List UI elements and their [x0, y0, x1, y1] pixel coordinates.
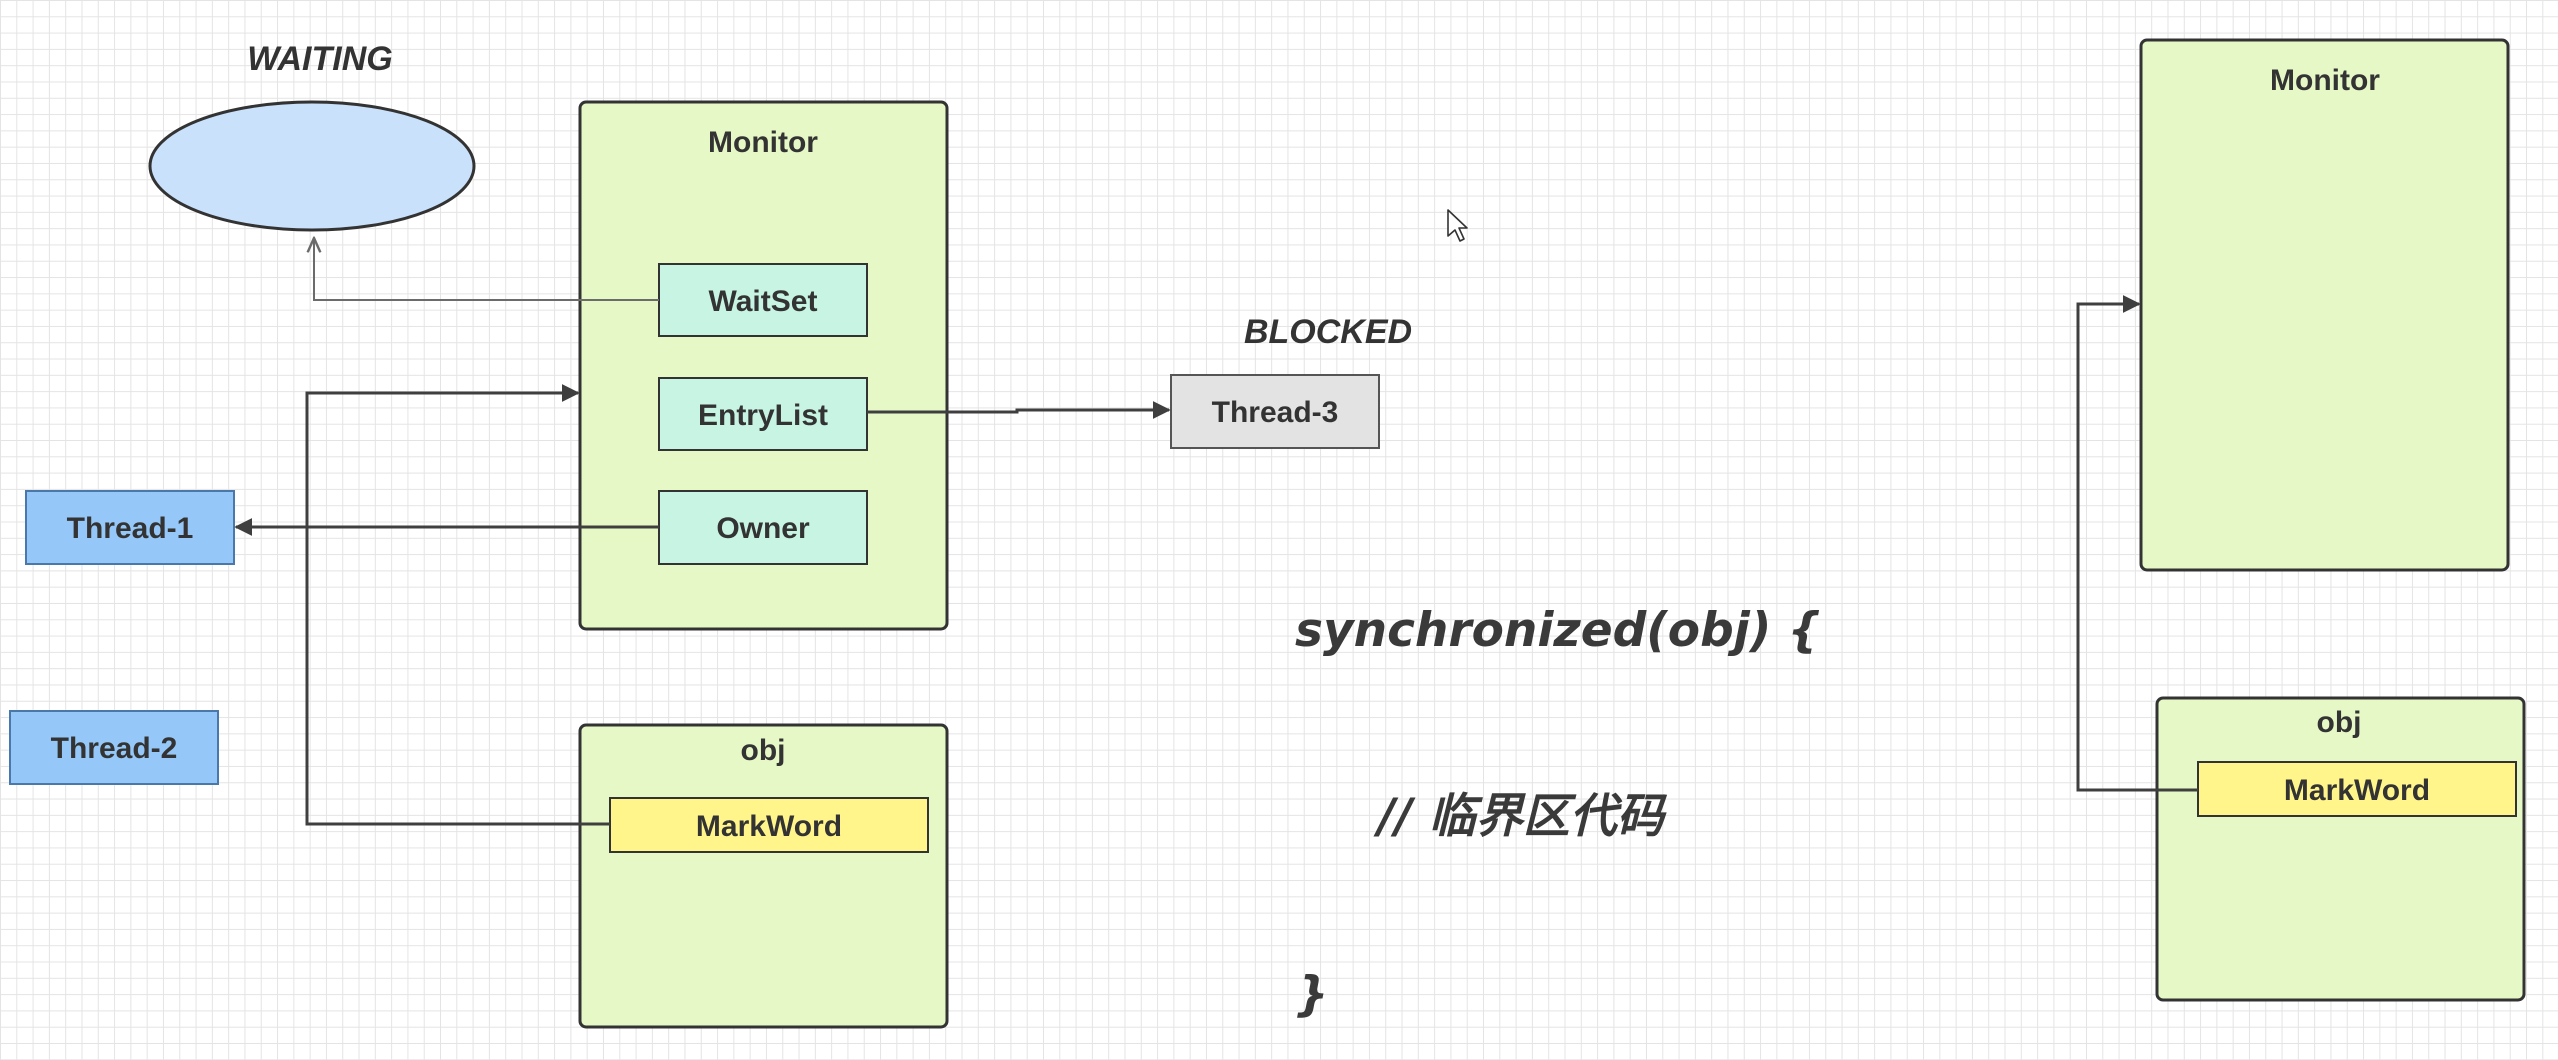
waitset-label: WaitSet — [709, 285, 818, 318]
right-markword-box — [2197, 761, 2517, 817]
monitor-title: Monitor — [708, 126, 818, 159]
owner-label: Owner — [716, 512, 810, 545]
waitset-box — [658, 263, 868, 337]
markword-label: MarkWord — [696, 810, 842, 843]
thread2-label: Thread-2 — [51, 732, 178, 765]
waitset-to-waiting-arrow — [314, 238, 659, 301]
code-line-synchronized: synchronized(obj) { — [1295, 603, 1821, 658]
obj-title: obj — [741, 734, 786, 767]
obj-box — [578, 723, 949, 1029]
right-markword-label: MarkWord — [2284, 774, 2430, 807]
thread1-label: Thread-1 — [67, 512, 194, 545]
right-obj-box — [2155, 696, 2526, 1002]
entrylist-box — [658, 377, 868, 451]
right-obj-title: obj — [2317, 706, 2362, 739]
code-line-closing-brace: } — [1295, 967, 1328, 1022]
owner-box — [658, 490, 868, 565]
right-monitor-box — [2139, 38, 2510, 572]
waiting-label: WAITING — [247, 40, 392, 78]
waiting-ellipse — [148, 100, 476, 232]
markword-to-monitor-arrow — [305, 384, 610, 826]
code-line-comment: // 临界区代码 — [1373, 789, 1668, 844]
thread2-box — [9, 710, 219, 785]
thread1-box — [25, 490, 235, 565]
thread3-box — [1170, 374, 1380, 449]
right-monitor-title: Monitor — [2270, 64, 2380, 97]
entrylist-label: EntryList — [698, 399, 828, 432]
right-markword-to-monitor-arrow — [2076, 295, 2198, 792]
thread3-label: Thread-3 — [1212, 396, 1339, 429]
entrylist-to-thread3-arrow — [867, 401, 1171, 419]
markword-box — [609, 797, 929, 853]
blocked-label: BLOCKED — [1244, 313, 1412, 351]
mouse-pointer-icon — [1447, 209, 1468, 242]
